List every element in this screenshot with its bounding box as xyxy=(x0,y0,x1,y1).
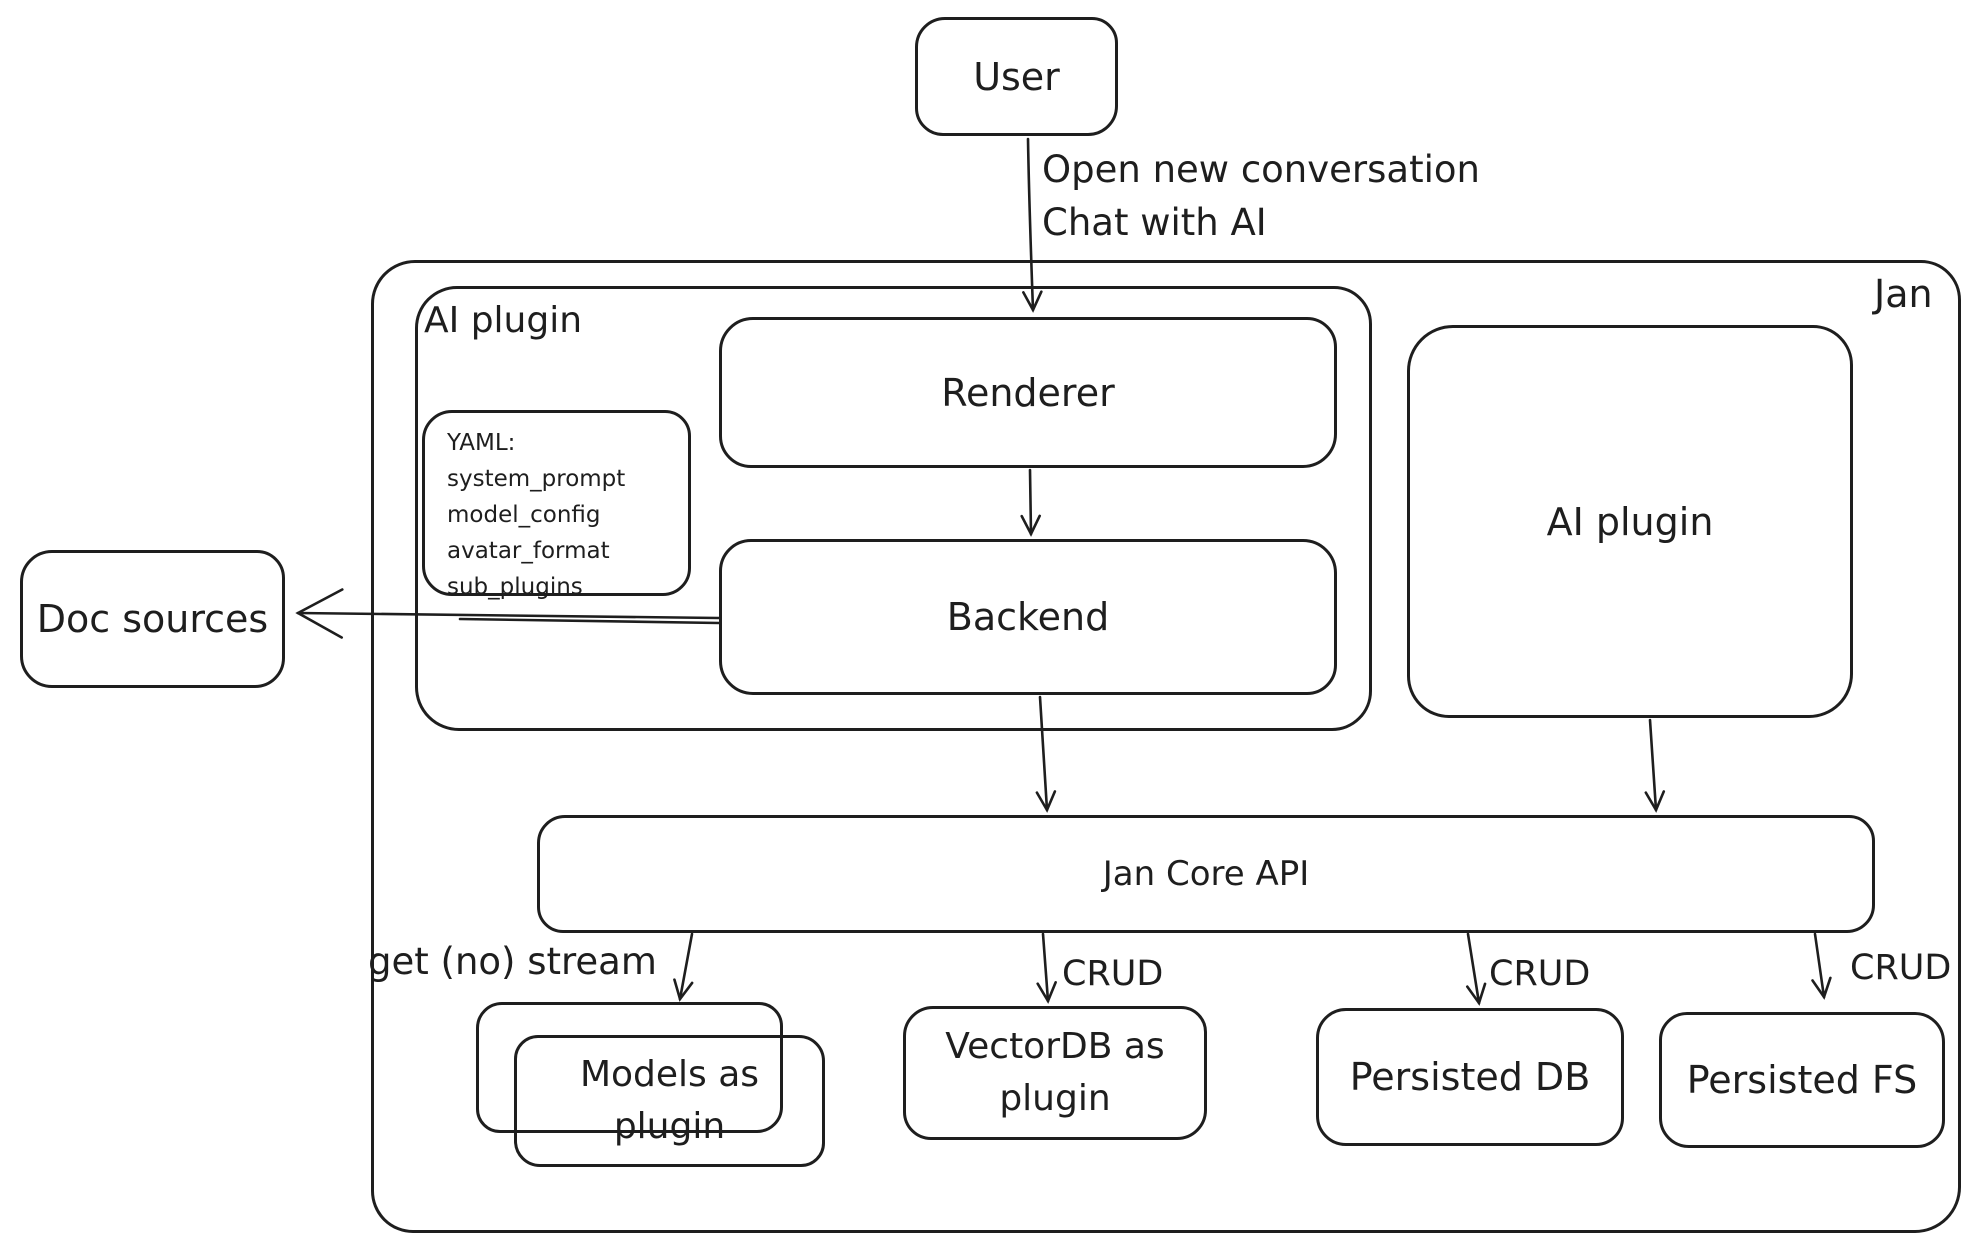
region-jan xyxy=(371,260,1961,1233)
node-backend: Backend xyxy=(719,539,1337,695)
edge-label-crud-vectordb: CRUD xyxy=(1062,954,1164,994)
node-persisted-db: Persisted DB xyxy=(1316,1008,1624,1146)
node-ai-plugin-label: AI plugin xyxy=(1546,499,1714,544)
edge-label-crud-persisted-fs: CRUD xyxy=(1850,948,1952,988)
node-user-label: User xyxy=(973,54,1060,99)
node-ai-plugin: AI plugin xyxy=(1407,325,1853,718)
node-renderer: Renderer xyxy=(719,317,1337,468)
node-user: User xyxy=(915,17,1118,136)
node-persisted-fs: Persisted FS xyxy=(1659,1012,1945,1148)
region-ai-plugin-group-label: AI plugin xyxy=(424,300,583,341)
note-yaml-line: system_prompt xyxy=(447,466,626,492)
node-vectordb-label-line1: VectorDB as xyxy=(945,1025,1165,1067)
edge-label-user-to-renderer: Open new conversation Chat with AI xyxy=(1042,144,1480,249)
node-models-as-plugin-back xyxy=(476,1002,783,1133)
node-backend-label: Backend xyxy=(946,595,1110,639)
node-vectordb-as-plugin: VectorDB as plugin xyxy=(903,1006,1207,1140)
node-persisted-db-label: Persisted DB xyxy=(1349,1055,1591,1099)
node-models-as-plugin-label-line2: plugin xyxy=(613,1106,726,1147)
node-doc-sources: Doc sources xyxy=(20,550,285,688)
edge-label-user-line2: Chat with AI xyxy=(1042,200,1267,244)
edge-label-crud-persisted-db: CRUD xyxy=(1489,954,1591,994)
node-vectordb-label-line2: plugin xyxy=(999,1078,1111,1119)
edge-label-user-line1: Open new conversation xyxy=(1042,148,1480,191)
note-yaml: YAML: system_prompt model_config avatar_… xyxy=(422,410,691,600)
node-jan-core-api-label: Jan Core API xyxy=(1102,854,1310,894)
note-yaml-title: YAML: xyxy=(447,430,516,456)
region-jan-label: Jan xyxy=(1874,272,1933,316)
node-models-as-plugin: Models as plugin xyxy=(514,1035,825,1167)
region-ai-plugin-group xyxy=(415,286,1372,731)
note-yaml-line: avatar_format xyxy=(447,538,610,564)
node-doc-sources-label: Doc sources xyxy=(36,597,269,641)
edge-label-get-no-stream: get (no) stream xyxy=(368,940,657,983)
node-persisted-fs-label: Persisted FS xyxy=(1686,1058,1918,1102)
note-yaml-line: model_config xyxy=(447,502,601,528)
note-yaml-line: sub_plugins xyxy=(447,574,583,600)
node-renderer-label: Renderer xyxy=(941,370,1115,415)
node-models-as-plugin-label-line1: Models as xyxy=(579,1053,760,1095)
node-jan-core-api: Jan Core API xyxy=(537,815,1875,933)
